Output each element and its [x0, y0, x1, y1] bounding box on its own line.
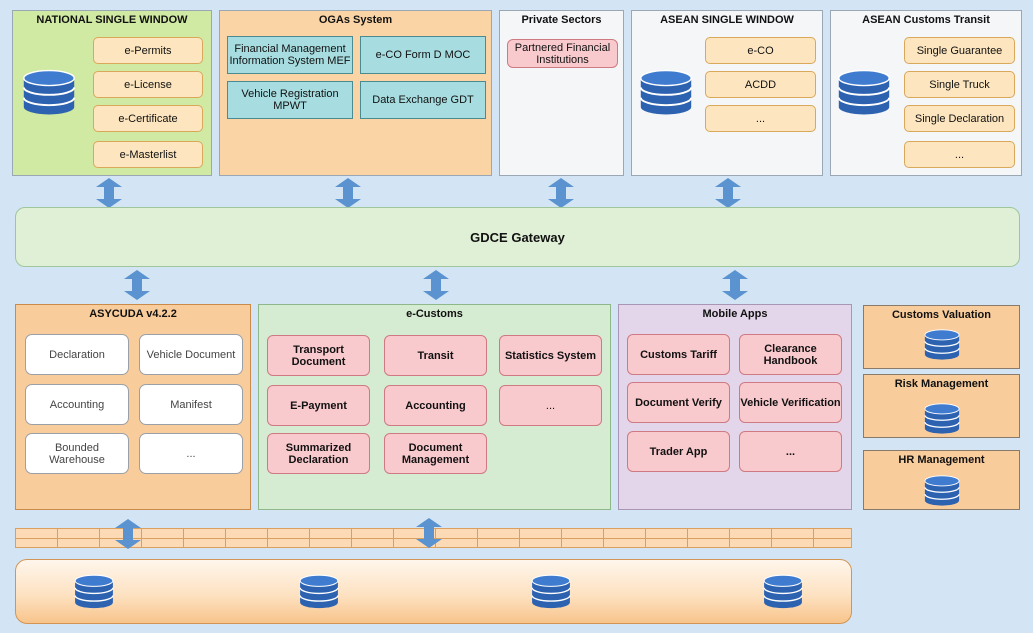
mobile-item-document-verify[interactable]: Document Verify — [627, 382, 730, 423]
mobile-apps-title: Mobile Apps — [702, 308, 768, 320]
risk-management-title: Risk Management — [894, 378, 989, 390]
ogas-system-panel: OGAs System Financial Management Informa… — [219, 10, 492, 176]
national-item-e-license[interactable]: e-License — [93, 71, 203, 98]
arrow-asycuda-storage-icon — [114, 512, 142, 556]
hr-management-panel[interactable]: HR Management — [863, 450, 1020, 510]
ecustoms-item-e-payment[interactable]: E-Payment — [267, 385, 370, 426]
ecustoms-panel: e-Customs Transport Document Transit Sta… — [258, 304, 611, 510]
asean-sw-database-icon — [638, 67, 694, 119]
risk-management-database-icon — [923, 402, 961, 436]
gdce-gateway-label: GDCE Gateway — [470, 229, 565, 245]
gdce-gateway-bar: GDCE Gateway — [15, 207, 1020, 267]
ogas-system-title: OGAs System — [318, 14, 393, 26]
asean-ct-item-single-guarantee[interactable]: Single Guarantee — [904, 37, 1015, 64]
arrow-national-gateway-icon — [95, 178, 123, 208]
asycuda-item-declaration[interactable]: Declaration — [25, 334, 129, 375]
national-single-window-panel: NATIONAL SINGLE WINDOW e-Permits e-Licen… — [12, 10, 212, 176]
arrow-asean-gateway-icon — [714, 178, 742, 208]
national-single-window-title: NATIONAL SINGLE WINDOW — [36, 14, 188, 26]
mobile-item-trader-app[interactable]: Trader App — [627, 431, 730, 472]
asycuda-item-vehicle-document[interactable]: Vehicle Document — [139, 334, 243, 375]
ecustoms-item-summarized-declaration[interactable]: Summarized Declaration — [267, 433, 370, 474]
asycuda-item-manifest[interactable]: Manifest — [139, 384, 243, 425]
private-item-partnered-financial[interactable]: Partnered Financial Institutions — [507, 39, 618, 68]
asycuda-panel: ASYCUDA v4.2.2 Declaration Vehicle Docum… — [15, 304, 251, 510]
private-sectors-panel: Private Sectors Partnered Financial Inst… — [499, 10, 624, 176]
asean-customs-transit-title: ASEAN Customs Transit — [862, 14, 990, 26]
asean-sw-item-more[interactable]: ... — [705, 105, 816, 132]
asean-ct-item-single-declaration[interactable]: Single Declaration — [904, 105, 1015, 132]
national-item-e-permits[interactable]: e-Permits — [93, 37, 203, 64]
ogas-item-fmis-mef[interactable]: Financial Management Information System … — [227, 36, 353, 74]
asean-ct-database-icon — [836, 67, 892, 119]
ecustoms-item-transit[interactable]: Transit — [384, 335, 487, 376]
ecustoms-item-more[interactable]: ... — [499, 385, 602, 426]
national-item-e-masterlist[interactable]: e-Masterlist — [93, 141, 203, 168]
storage-database-icon-1 — [73, 574, 115, 610]
asean-customs-transit-panel: ASEAN Customs Transit Single Guarantee S… — [830, 10, 1022, 176]
asean-sw-item-eco[interactable]: e-CO — [705, 37, 816, 64]
storage-database-icon-3 — [530, 574, 572, 610]
ecustoms-item-transport-document[interactable]: Transport Document — [267, 335, 370, 376]
storage-database-icon-4 — [762, 574, 804, 610]
ogas-item-eco-form-d[interactable]: e-CO Form D MOC — [360, 36, 486, 74]
ogas-item-data-exchange[interactable]: Data Exchange GDT — [360, 81, 486, 119]
hr-management-database-icon — [923, 474, 961, 508]
asycuda-item-more[interactable]: ... — [139, 433, 243, 474]
mobile-item-vehicle-verification[interactable]: Vehicle Verification — [739, 382, 842, 423]
customs-valuation-panel[interactable]: Customs Valuation — [863, 305, 1020, 369]
arrow-gateway-mobile-icon — [721, 266, 749, 304]
asycuda-title: ASYCUDA v4.2.2 — [89, 308, 177, 320]
arrow-gateway-ecustoms-icon — [422, 266, 450, 304]
ecustoms-title: e-Customs — [406, 308, 463, 320]
asean-single-window-title: ASEAN SINGLE WINDOW — [660, 14, 794, 26]
hr-management-title: HR Management — [898, 454, 985, 466]
asean-sw-item-acdd[interactable]: ACDD — [705, 71, 816, 98]
asean-ct-item-more[interactable]: ... — [904, 141, 1015, 168]
asean-ct-item-single-truck[interactable]: Single Truck — [904, 71, 1015, 98]
private-sectors-title: Private Sectors — [521, 14, 602, 26]
customs-valuation-database-icon — [923, 328, 961, 362]
mobile-item-customs-tariff[interactable]: Customs Tariff — [627, 334, 730, 375]
asycuda-item-accounting[interactable]: Accounting — [25, 384, 129, 425]
arrow-private-gateway-icon — [547, 178, 575, 208]
storage-database-icon-2 — [298, 574, 340, 610]
asycuda-item-bounded-warehouse[interactable]: Bounded Warehouse — [25, 433, 129, 474]
storage-bar — [15, 559, 852, 624]
ecustoms-item-statistics-system[interactable]: Statistics System — [499, 335, 602, 376]
national-database-icon — [21, 67, 77, 119]
ecustoms-item-document-management[interactable]: Document Management — [384, 433, 487, 474]
mobile-item-clearance-handbook[interactable]: Clearance Handbook — [739, 334, 842, 375]
national-item-e-certificate[interactable]: e-Certificate — [93, 105, 203, 132]
arrow-ecustoms-storage-icon — [415, 510, 443, 556]
mobile-apps-panel: Mobile Apps Customs Tariff Clearance Han… — [618, 304, 852, 510]
ecustoms-item-accounting[interactable]: Accounting — [384, 385, 487, 426]
customs-valuation-title: Customs Valuation — [891, 309, 992, 321]
ogas-item-vehicle-registration[interactable]: Vehicle Registration MPWT — [227, 81, 353, 119]
mobile-item-more[interactable]: ... — [739, 431, 842, 472]
risk-management-panel[interactable]: Risk Management — [863, 374, 1020, 438]
asean-single-window-panel: ASEAN SINGLE WINDOW e-CO ACDD ... — [631, 10, 823, 176]
arrow-ogas-gateway-icon — [334, 178, 362, 208]
arrow-gateway-asycuda-icon — [123, 266, 151, 304]
